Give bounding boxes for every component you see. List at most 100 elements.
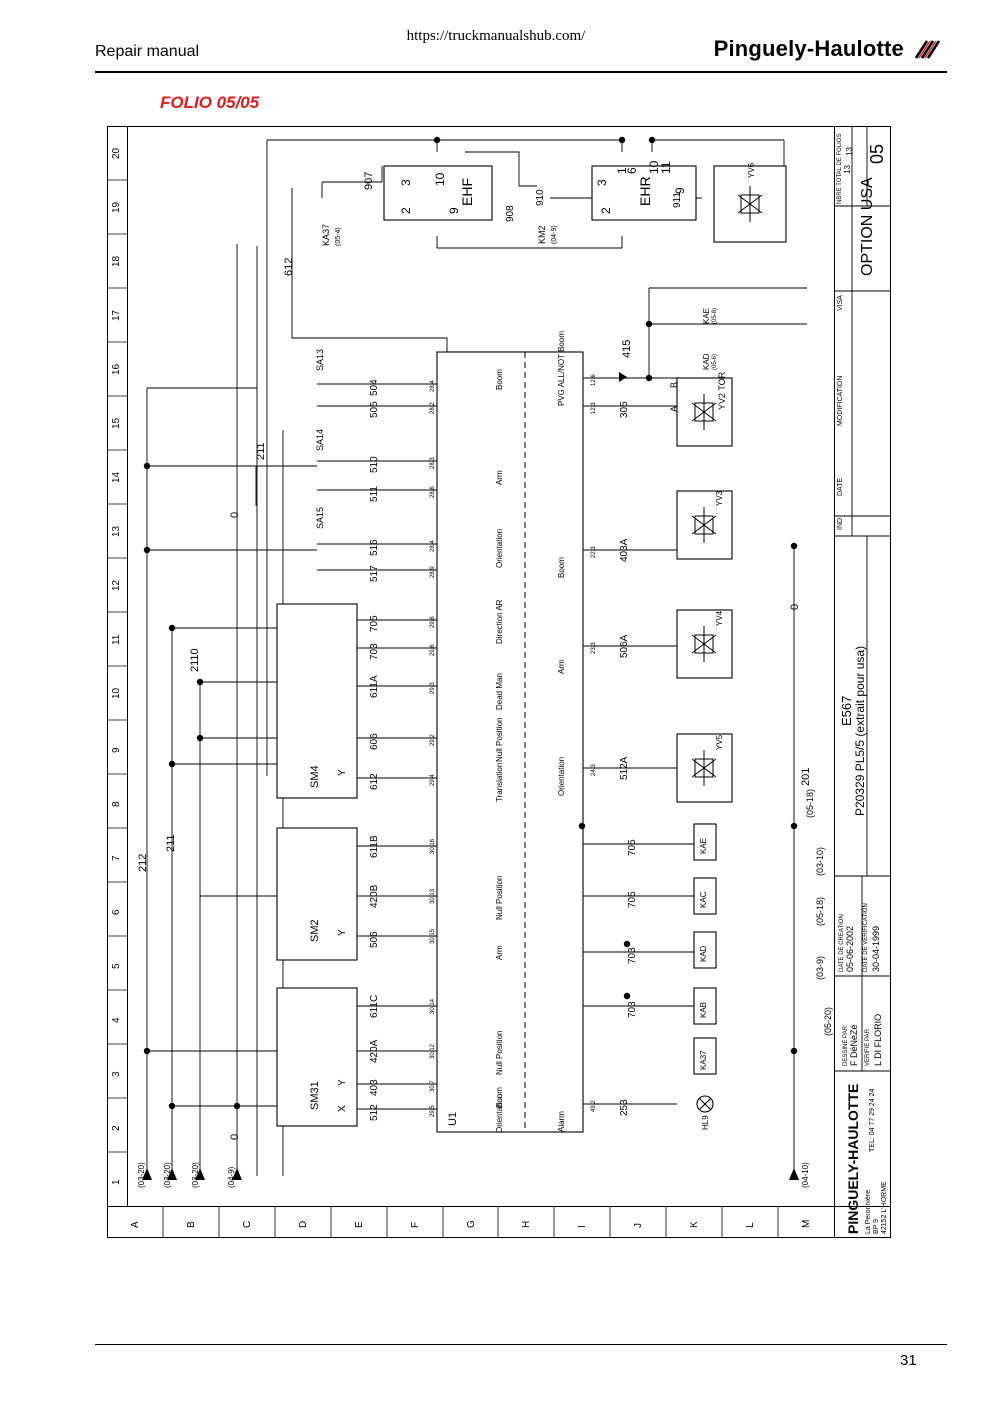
column-label: 17	[111, 309, 122, 321]
row-label: K	[688, 1221, 700, 1228]
column-label: 5	[111, 963, 122, 969]
wire-number: 703	[627, 947, 638, 964]
junction-dot	[143, 1047, 151, 1055]
tb-drawing-no: E567	[839, 695, 854, 726]
wire-number: 705	[627, 891, 638, 908]
u1-top-label: Boom	[495, 369, 504, 390]
row-label: G	[465, 1220, 477, 1228]
sm4-label: SM4	[309, 765, 321, 788]
u1-out-pin: 23.3	[591, 642, 597, 654]
junction-dot	[168, 624, 176, 632]
u1-function: Orientation	[495, 528, 504, 568]
wire-number: 703	[369, 643, 380, 660]
tb-label: NBRE TOTAL DE FOLIOS	[837, 133, 843, 204]
arrow-a	[142, 1168, 152, 1180]
relay-kad	[693, 931, 717, 969]
junction-dot	[618, 136, 626, 144]
ehf-pin: 2	[399, 207, 413, 214]
yv6-label: YV6	[747, 162, 756, 178]
wire-number: 506A	[619, 634, 630, 658]
sa13-label: SA13	[315, 348, 325, 371]
u1-controller	[436, 351, 584, 1133]
tb-company: PINGUELY-HAULOTTE	[845, 1083, 861, 1234]
wire-number: 910	[535, 189, 546, 206]
wire-number: 516	[369, 539, 380, 556]
sheet-border	[107, 126, 891, 1238]
wire-number: 506	[369, 931, 380, 948]
u1-out-function: PVG ALL/NOT Boom	[557, 331, 566, 406]
sm31-x: X	[337, 1105, 348, 1112]
column-label: 6	[111, 909, 122, 915]
yv5-label: YV5	[715, 734, 724, 750]
wire-number: 0	[229, 511, 241, 518]
column-label: 14	[111, 471, 122, 483]
u1-label: U1	[447, 1111, 459, 1126]
wire-number: 606	[369, 733, 380, 750]
junction-dot	[623, 940, 631, 948]
row-label: A	[129, 1221, 141, 1228]
solenoid-valve-icon	[691, 507, 717, 543]
header-url[interactable]: https://truckmanualshub.com/	[406, 28, 586, 44]
u1-pin: 30.7	[430, 1080, 436, 1092]
u1-pin: 28.2	[430, 402, 436, 414]
u1-pin: 30.14	[430, 998, 436, 1014]
yv6-pin: 13	[843, 165, 852, 174]
u1-function: Null Position	[495, 875, 504, 920]
column-label: 1	[111, 1179, 122, 1185]
sa15-label: SA15	[315, 506, 325, 529]
column-label: 13	[111, 525, 122, 537]
folio-label: FOLIO 05/05	[160, 93, 260, 112]
junction-dot	[790, 822, 798, 830]
cross-ref: (05-20)	[823, 1006, 833, 1036]
junction-dot	[143, 462, 151, 470]
u1-pin: 28.6	[430, 486, 436, 498]
row-label: F	[409, 1221, 421, 1228]
wiring-diagram	[107, 126, 891, 1238]
ehr-pin: 3	[595, 179, 609, 186]
row-label: H	[520, 1220, 532, 1228]
sm2-label: SM2	[309, 919, 321, 942]
u1-pin: 30.13	[430, 888, 436, 904]
km2-ref: (04-9)	[551, 225, 558, 244]
junction-dot	[645, 320, 653, 328]
u1-function: Orientation	[495, 1093, 504, 1133]
wire-number: 612	[369, 773, 380, 790]
junction-dot	[433, 136, 441, 144]
relay-kab-label: KAB	[699, 1001, 708, 1018]
sm31-box	[276, 987, 358, 1127]
wire-number: 611A	[369, 675, 380, 698]
junction-dot	[168, 760, 176, 768]
sm2-box	[276, 827, 358, 961]
ehr-pin: 6	[625, 167, 639, 174]
sa14-label: SA14	[315, 428, 325, 451]
tb-verif-date: 30-04-1999	[871, 925, 881, 972]
wire-number: 517	[369, 565, 380, 582]
wire-number: 211	[255, 442, 267, 460]
u1-function: Translation	[495, 762, 504, 802]
wire-number: 212	[137, 853, 149, 872]
tb-creation-date: 05-06-2002	[845, 925, 855, 972]
yv2-pin-a: A	[669, 405, 679, 412]
u1-out-pin: 12.6	[591, 374, 597, 386]
wire-number: 512A	[619, 756, 630, 780]
sm4-box	[276, 603, 358, 799]
wire-number: 415	[621, 339, 633, 358]
ehf-pin: 10	[433, 172, 447, 186]
u1-function: Arm	[495, 945, 504, 960]
wire-number: 504	[369, 379, 380, 396]
arrow-b	[167, 1168, 177, 1180]
diode-symbol	[619, 372, 627, 382]
relay-ka37	[693, 1037, 717, 1075]
u1-out-function: Boom	[557, 557, 566, 578]
yv4-label: YV4	[715, 610, 724, 626]
header-title: Repair manual	[95, 43, 200, 60]
row-label: C	[241, 1220, 253, 1228]
column-label: 9	[111, 747, 122, 753]
cross-ref: (03-20)	[191, 1162, 200, 1188]
wire-number: 403	[369, 1079, 380, 1096]
wire-number: 403A	[619, 538, 630, 562]
ehf-pin: 9	[447, 207, 461, 214]
footer-rule	[95, 1344, 947, 1345]
junction-dot	[648, 136, 656, 144]
kad-label: KAD	[702, 353, 711, 370]
